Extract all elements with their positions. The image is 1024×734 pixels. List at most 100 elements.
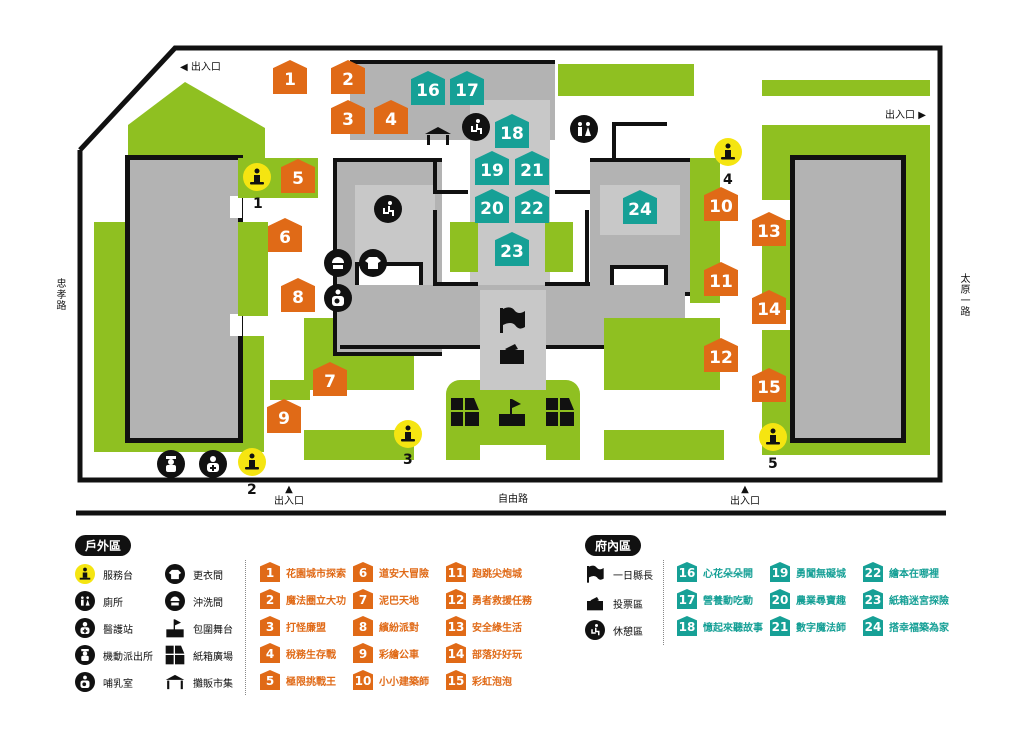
pin-9[interactable]: 9 [267, 399, 301, 433]
activity-label: 勇者救援任務 [472, 595, 532, 607]
pin-18[interactable]: 18 [495, 114, 529, 148]
info-desk-5[interactable] [759, 423, 787, 451]
activity-label: 極限挑戰王 [286, 676, 336, 688]
activity-number-badge: 17 [677, 589, 697, 609]
activity-label: 跑跳尖炮城 [472, 568, 522, 580]
pin-1[interactable]: 1 [273, 60, 307, 94]
entrance-right[interactable]: 出入口 ▶ [885, 110, 926, 121]
shower-icon [165, 591, 185, 611]
activity-label: 彩繪公車 [379, 649, 419, 661]
pin-21[interactable]: 21 [515, 151, 549, 185]
activity-number-badge: 7 [353, 589, 373, 609]
activity-number-badge: 20 [770, 589, 790, 609]
activity-label: 道安大冒險 [379, 568, 429, 580]
legend-item: 服務台 [75, 564, 133, 584]
pin-4[interactable]: 4 [374, 100, 408, 134]
info-desk-number: 2 [247, 482, 257, 498]
police-icon [75, 645, 95, 665]
pin-8[interactable]: 8 [281, 278, 315, 312]
pin-19[interactable]: 19 [475, 151, 509, 185]
info-desk-number: 5 [768, 456, 778, 472]
pin-23[interactable]: 23 [495, 232, 529, 266]
pin-10[interactable]: 10 [704, 187, 738, 221]
ballot-box-icon[interactable] [497, 340, 527, 370]
restroom-icon[interactable] [570, 115, 598, 143]
pin-5[interactable]: 5 [281, 159, 315, 193]
changing-room-icon[interactable] [359, 249, 387, 277]
pin-7[interactable]: 7 [313, 362, 347, 396]
activity-label: 憶起來聽故事 [703, 622, 763, 634]
legend-item: 紙箱廣場 [165, 645, 233, 665]
pin-15[interactable]: 15 [752, 368, 786, 402]
pin-24[interactable]: 24 [623, 190, 657, 224]
legend-activity-item: 6 道安大冒險 [353, 562, 429, 582]
cardboard-plaza-icon[interactable] [450, 397, 480, 431]
pin-12[interactable]: 12 [704, 338, 738, 372]
pin-20[interactable]: 20 [475, 189, 509, 223]
pin-11[interactable]: 11 [704, 262, 738, 296]
entrance-top-left[interactable]: ◀ 出入口 [180, 62, 221, 73]
pin-14[interactable]: 14 [752, 290, 786, 324]
legend-item: 更衣間 [165, 564, 223, 584]
first-aid-icon[interactable] [199, 450, 227, 478]
info-desk-number: 4 [723, 172, 733, 188]
nursing-room-icon[interactable] [324, 284, 352, 312]
activity-label: 安全綠生活 [472, 622, 522, 634]
rest-area-icon[interactable] [374, 195, 402, 223]
pin-2[interactable]: 2 [331, 60, 365, 94]
road-right-label: 太原一路 [958, 273, 969, 317]
building-left [125, 155, 243, 443]
legend: 戶外區 服務台 廁所 醫護站 機動派出所 哺乳室 更衣間 沖洗間 包圍舞台 紙箱… [0, 520, 1024, 734]
pin-13[interactable]: 13 [752, 212, 786, 246]
entrance-bottom-left[interactable]: ▲出入口 [274, 484, 304, 507]
legend-divider [663, 560, 664, 645]
info-desk-2[interactable] [238, 448, 266, 476]
activity-number-badge: 2 [260, 589, 280, 609]
shower-icon[interactable] [324, 249, 352, 277]
pin-22[interactable]: 22 [515, 189, 549, 223]
legend-item: 哺乳室 [75, 672, 133, 692]
pin-17[interactable]: 17 [450, 71, 484, 105]
activity-label: 小小建築師 [379, 676, 429, 688]
cardboard-plaza-icon[interactable] [545, 397, 575, 431]
road-left-label: 忠孝路 [54, 278, 65, 311]
activity-label: 稅務生存戰 [286, 649, 336, 661]
legend-item: 包圍舞台 [165, 618, 233, 638]
info-desk-4[interactable] [714, 138, 742, 166]
activity-number-badge: 14 [446, 643, 466, 663]
pin-16[interactable]: 16 [411, 71, 445, 105]
activity-number-badge: 16 [677, 562, 697, 582]
legend-outdoor-title: 戶外區 [75, 535, 132, 556]
legend-item: 一日縣長 [585, 564, 653, 584]
pin-6[interactable]: 6 [268, 218, 302, 252]
entrance-bottom-right[interactable]: ▲出入口 [730, 484, 760, 507]
rest-area-icon[interactable] [462, 113, 490, 141]
activity-label: 農業尋寶趣 [796, 595, 846, 607]
stage-icon[interactable] [497, 397, 527, 431]
info-desk-3[interactable] [394, 420, 422, 448]
activity-label: 泥巴天地 [379, 595, 419, 607]
legend-activity-item: 20 農業尋寶趣 [770, 589, 846, 609]
activity-label: 繪本在哪裡 [889, 568, 939, 580]
activity-number-badge: 6 [353, 562, 373, 582]
flag-icon[interactable] [497, 305, 527, 339]
activity-number-badge: 15 [446, 670, 466, 690]
rest-area-icon [585, 620, 605, 640]
activity-label: 花園城市探索 [286, 568, 346, 580]
info-desk-1[interactable] [243, 163, 271, 191]
pin-3[interactable]: 3 [331, 100, 365, 134]
legend-item: 廁所 [75, 591, 123, 611]
police-icon[interactable] [157, 450, 185, 478]
info-desk-icon [75, 564, 95, 584]
cardboard-plaza-icon [165, 645, 185, 665]
